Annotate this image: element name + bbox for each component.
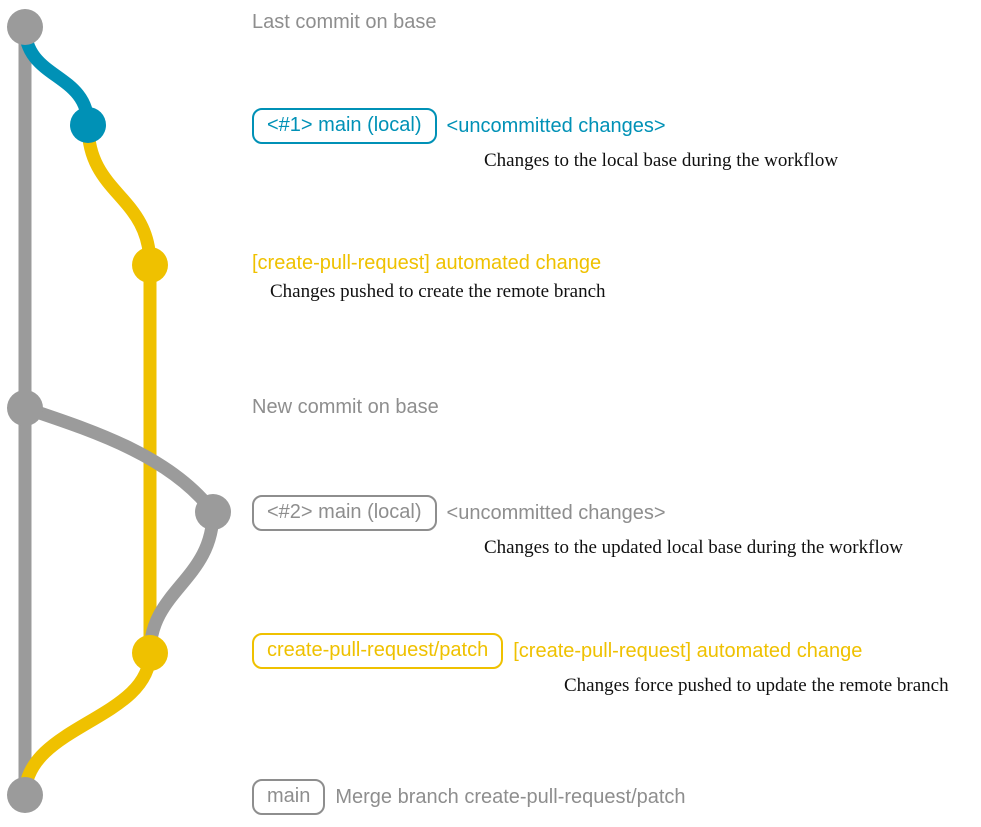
- commit-row-head: New commit on base: [252, 396, 439, 419]
- commit-row-remote-commit-2: create-pull-request/patch [create-pull-r…: [252, 633, 949, 697]
- commit-row-head: main Merge branch create-pull-request/pa…: [252, 779, 686, 815]
- node-remote-2: [132, 635, 168, 671]
- node-local-1: [70, 107, 106, 143]
- edge-remote2-to-merge: [18, 646, 157, 802]
- branch-pill-create-pull-request-patch[interactable]: create-pull-request/patch: [252, 633, 504, 669]
- edge-local1-to-remote1: [81, 118, 157, 272]
- commit-row-new-commit-on-base: New commit on base: [252, 396, 439, 419]
- node-base-merge: [7, 777, 43, 813]
- commit-row-head: [create-pull-request] automated change: [252, 252, 606, 275]
- commit-description: Changes to the local base during the wor…: [484, 150, 839, 171]
- node-remote-1: [132, 247, 168, 283]
- branch-pill-main[interactable]: main: [252, 779, 326, 815]
- commit-description: Changes to the updated local base during…: [484, 537, 903, 558]
- commit-row-merge-commit: main Merge branch create-pull-request/pa…: [252, 779, 686, 815]
- node-base-last: [7, 9, 43, 45]
- commit-subject: Last commit on base: [252, 11, 437, 33]
- commit-nodes: [7, 9, 231, 813]
- node-base-new: [7, 390, 43, 426]
- commit-subject: <uncommitted changes>: [446, 114, 666, 137]
- commit-subject: [create-pull-request] automated change: [513, 639, 863, 662]
- commit-row-head: create-pull-request/patch [create-pull-r…: [252, 633, 949, 669]
- commit-row-head: <#1> main (local) <uncommitted changes>: [252, 108, 838, 144]
- commit-subject: <uncommitted changes>: [446, 501, 666, 524]
- commit-description: Changes pushed to create the remote bran…: [270, 281, 606, 302]
- commit-subject: [create-pull-request] automated change: [252, 252, 602, 274]
- commit-row-last-commit-on-base: Last commit on base: [252, 11, 437, 34]
- commit-row-local-commit-1: <#1> main (local) <uncommitted changes> …: [252, 108, 838, 172]
- commit-row-head: Last commit on base: [252, 11, 437, 34]
- commit-row-head: <#2> main (local) <uncommitted changes>: [252, 495, 903, 531]
- commit-description: Changes force pushed to update the remot…: [564, 675, 949, 696]
- commit-row-remote-commit-1: [create-pull-request] automated change C…: [252, 252, 606, 303]
- commit-subject: New commit on base: [252, 396, 439, 418]
- node-local-2: [195, 494, 231, 530]
- commit-row-local-commit-2: <#2> main (local) <uncommitted changes> …: [252, 495, 903, 559]
- commit-subject: Merge branch create-pull-request/patch: [335, 785, 686, 808]
- branch-pill-main-local-1[interactable]: <#1> main (local): [252, 108, 437, 144]
- edge-basenew-to-local2: [18, 401, 220, 519]
- edge-local2-to-remote2: [143, 505, 220, 660]
- branch-pill-main-local-2[interactable]: <#2> main (local): [252, 495, 437, 531]
